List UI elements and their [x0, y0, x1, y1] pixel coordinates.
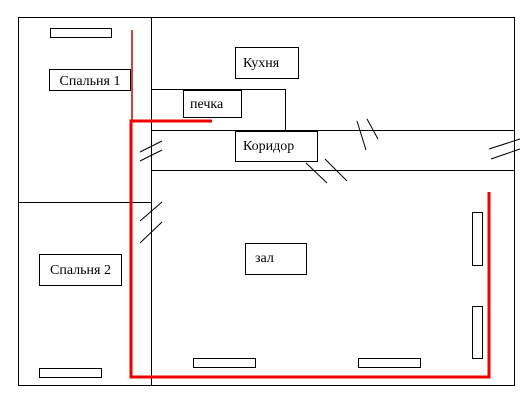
stove-label: печка [183, 90, 242, 118]
window-hall-right-bottom [472, 306, 483, 359]
door-mark-bedroom1-a [139, 140, 163, 153]
stove-block [151, 89, 286, 131]
corridor-label-text: Коридор [243, 139, 294, 154]
door-mark-entrance-b [490, 148, 521, 160]
door-mark-entrance-a [488, 138, 521, 150]
kitchen-label-text: Кухня [243, 56, 280, 71]
door-mark-bedroom1-b [139, 149, 163, 162]
bedroom2-label-box [39, 254, 122, 286]
bedroom1-label-box [49, 69, 131, 91]
kitchen-label: Кухня [235, 47, 299, 79]
bedroom1-label-text: Спальня 1 [60, 74, 121, 89]
outer-wall [18, 17, 515, 386]
door-mark-bedroom2-b [139, 221, 163, 244]
window-bedroom1 [50, 28, 112, 38]
corridor-label: Коридор [235, 131, 318, 162]
window-hall-bottom-right [358, 358, 421, 368]
hall-label-text: зал [255, 251, 274, 266]
window-hall-right-top [472, 212, 483, 266]
stove-label-text: печка [190, 97, 224, 112]
door-mark-hall-a [305, 162, 328, 184]
corridor-label-box [235, 131, 318, 162]
kitchen-label-box [235, 47, 299, 79]
hall-label: зал [245, 243, 307, 275]
bedroom2-label: Спальня 2 [39, 254, 122, 286]
hall-label-box [245, 243, 307, 275]
door-mark-kitchen-b [366, 118, 379, 140]
heating-pipe-main [129, 119, 491, 379]
door-mark-hall-b [324, 158, 348, 182]
bedroom1-label: Спальня 1 [49, 69, 131, 91]
window-bedroom2 [39, 368, 102, 378]
stove-label-box [183, 90, 242, 118]
window-hall-bottom-left [193, 358, 256, 368]
bedroom2-label-text: Спальня 2 [50, 263, 111, 278]
door-mark-kitchen-a [356, 120, 367, 151]
door-mark-bedroom2-a [139, 201, 163, 222]
